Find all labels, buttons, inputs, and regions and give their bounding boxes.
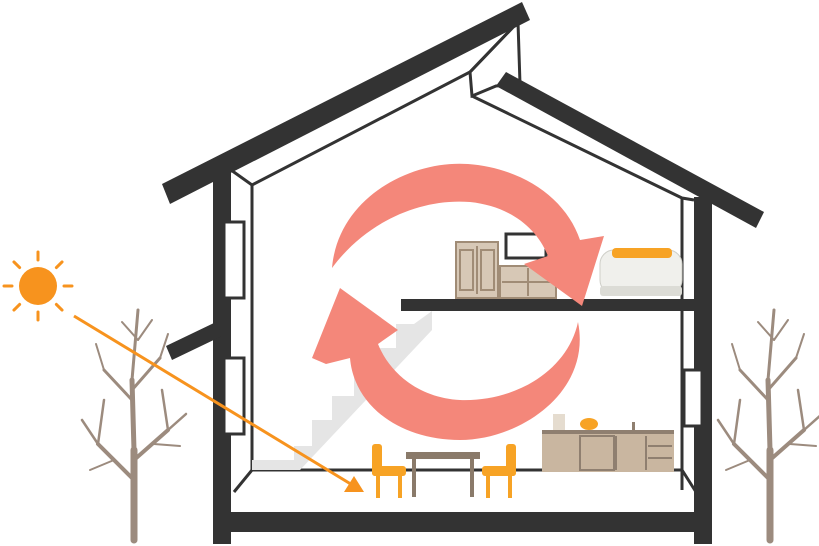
window-left-upper bbox=[222, 220, 246, 300]
circulation-arrow-top bbox=[332, 163, 604, 306]
tree-branch bbox=[166, 412, 188, 432]
bare-tree-right bbox=[716, 308, 819, 544]
tree-branch bbox=[137, 319, 153, 341]
inner-walls bbox=[230, 18, 698, 493]
tree-branch bbox=[766, 308, 776, 382]
tv-icon bbox=[504, 232, 548, 260]
tree-branch bbox=[130, 356, 162, 392]
chair-right bbox=[482, 444, 516, 498]
tree-branch bbox=[796, 388, 806, 432]
window-left-lower bbox=[222, 356, 246, 436]
tree-branch bbox=[725, 459, 751, 471]
tree-branch bbox=[732, 442, 772, 482]
tree-branch bbox=[773, 319, 789, 341]
eave-canopy bbox=[166, 322, 222, 360]
tree-branch bbox=[766, 356, 798, 392]
tree-branch bbox=[732, 398, 742, 446]
foundation-right bbox=[694, 484, 712, 544]
window-right bbox=[682, 368, 704, 428]
wardrobe-icon bbox=[455, 241, 499, 299]
sun-ray bbox=[12, 260, 22, 270]
tree-branch bbox=[160, 388, 170, 432]
tree-branch bbox=[129, 377, 137, 453]
tree-branch bbox=[96, 398, 106, 446]
dining-set-icon bbox=[372, 444, 516, 498]
tree-branch bbox=[121, 321, 139, 341]
ground-floor-slab bbox=[213, 512, 712, 532]
floor-line bbox=[232, 468, 698, 493]
tree-branch bbox=[95, 343, 105, 371]
sun-ray bbox=[54, 302, 64, 312]
tree-branch bbox=[132, 428, 170, 462]
tree-branch bbox=[765, 377, 773, 453]
bed-icon bbox=[599, 248, 683, 296]
tree-branch bbox=[716, 418, 736, 446]
pot-icon bbox=[580, 418, 598, 430]
tree-branch bbox=[153, 443, 181, 447]
sun-ray bbox=[54, 260, 64, 270]
dining-table bbox=[406, 452, 480, 459]
sun-ray bbox=[12, 302, 22, 312]
tree-branch bbox=[789, 443, 817, 447]
tree-branch bbox=[80, 418, 100, 446]
tree-branch bbox=[795, 333, 805, 359]
house-structure bbox=[162, 2, 764, 544]
tree-branch bbox=[757, 321, 775, 341]
tree-branch bbox=[96, 442, 136, 482]
tree-branch bbox=[768, 428, 806, 462]
tree-branch bbox=[802, 414, 819, 432]
bare-tree-left bbox=[80, 308, 188, 544]
tree-branch bbox=[89, 459, 115, 471]
tree-branch bbox=[738, 368, 770, 402]
circulation-arrow-bottom bbox=[312, 288, 580, 440]
sun-ray-arrow bbox=[73, 314, 364, 492]
tree-branch bbox=[102, 368, 134, 402]
tree-branch bbox=[159, 333, 169, 359]
chair-left bbox=[372, 444, 406, 498]
kitchen-icon bbox=[542, 414, 674, 472]
roof-left-slope bbox=[162, 2, 530, 204]
staircase-icon bbox=[252, 311, 432, 470]
sun-icon bbox=[2, 250, 74, 322]
tree-branch bbox=[731, 343, 741, 371]
foundation-left bbox=[213, 484, 231, 544]
loft-floor bbox=[401, 299, 696, 311]
circulation-arrow-icon bbox=[312, 163, 604, 440]
tree-branch bbox=[130, 308, 140, 382]
roof-right-slope bbox=[496, 72, 764, 228]
